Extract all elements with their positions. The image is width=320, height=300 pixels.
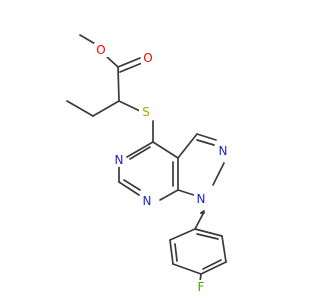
bond-alpha-ethyl-ch2	[92, 100, 120, 117]
bond-ar-6-1	[194, 228, 223, 237]
bond-carbonyl-double-a	[117, 57, 141, 68]
bond-c3-n2-a	[196, 133, 217, 141]
bond-layer	[66, 34, 227, 283]
bond-ar-5-6	[221, 235, 227, 263]
bond-carbonyl-alpha	[117, 66, 120, 102]
bond-c3-n2-b	[196, 139, 215, 146]
bond-c2-n1-b	[123, 179, 141, 191]
atom-ester-oxygen-group: O	[94, 43, 108, 57]
atom-carbonyl-oxygen-group: O	[141, 51, 155, 65]
bond-ar-4-5	[200, 261, 227, 275]
bond-alpha-sulfur	[118, 100, 141, 112]
atom-carbonyl-oxygen: O	[143, 51, 152, 65]
bond-ar-1-2	[169, 228, 196, 241]
atom-fluorine: F	[198, 280, 205, 294]
atom-ester-oxygen-backdrop	[94, 43, 108, 57]
bond-n2-n1	[212, 162, 225, 186]
bond-c4-n3-b	[129, 146, 151, 160]
atom-sulfur-backdrop	[139, 105, 153, 119]
bond-ar-3-4	[172, 263, 202, 275]
atom-fluorine-group: F	[194, 280, 208, 294]
atom-pyrimidine-n3: N	[115, 153, 124, 167]
atom-pyrazole-n2: N	[219, 144, 228, 158]
atom-ester-oxygen: O	[96, 43, 105, 57]
atom-pyrazole-n2-backdrop	[216, 144, 230, 158]
atom-sulfur-group: S	[139, 105, 153, 119]
bond-n1-to-ring	[194, 211, 205, 230]
atom-fluorine-backdrop	[194, 280, 208, 294]
bond-ethyl-ch3	[66, 100, 94, 117]
bond-ar-inner-a	[174, 243, 178, 262]
atom-pyrimidine-n1-backdrop	[140, 194, 154, 208]
bond-c4-n3-a	[126, 141, 154, 158]
atom-pyrazole-n1-group: N	[194, 192, 208, 206]
bond-n1-c7a-pyrazole	[177, 189, 198, 197]
bond-ar-inner-b	[202, 259, 222, 270]
molecule-structure: O O S N N N N F	[66, 34, 230, 294]
bond-n1-c7a	[159, 189, 179, 201]
bond-c3a-c4	[152, 141, 179, 159]
bond-ar-2-3	[169, 239, 174, 265]
atom-pyrimidine-n3-backdrop	[112, 153, 126, 167]
bond-ar-inner-c	[196, 233, 219, 240]
atom-carbonyl-oxygen-backdrop	[141, 51, 155, 65]
bond-oxygen-carbonyl	[105, 55, 119, 68]
bond-c3a-c3	[177, 133, 198, 159]
atom-pyrazole-n1: N	[197, 192, 206, 206]
atom-pyrimidine-n1-group: N	[140, 194, 154, 208]
bond-carbonyl-double-b	[119, 62, 143, 73]
atom-pyrimidine-n1: N	[143, 194, 152, 208]
atom-label-layer: O O S N N N N F	[94, 43, 230, 294]
bond-c2-n1-a	[118, 181, 140, 196]
atom-pyrazole-n2-group: N	[216, 144, 230, 158]
atom-pyrazole-n1-backdrop	[194, 192, 208, 206]
atom-sulfur: S	[142, 105, 150, 119]
atom-pyrimidine-n3-group: N	[112, 153, 126, 167]
